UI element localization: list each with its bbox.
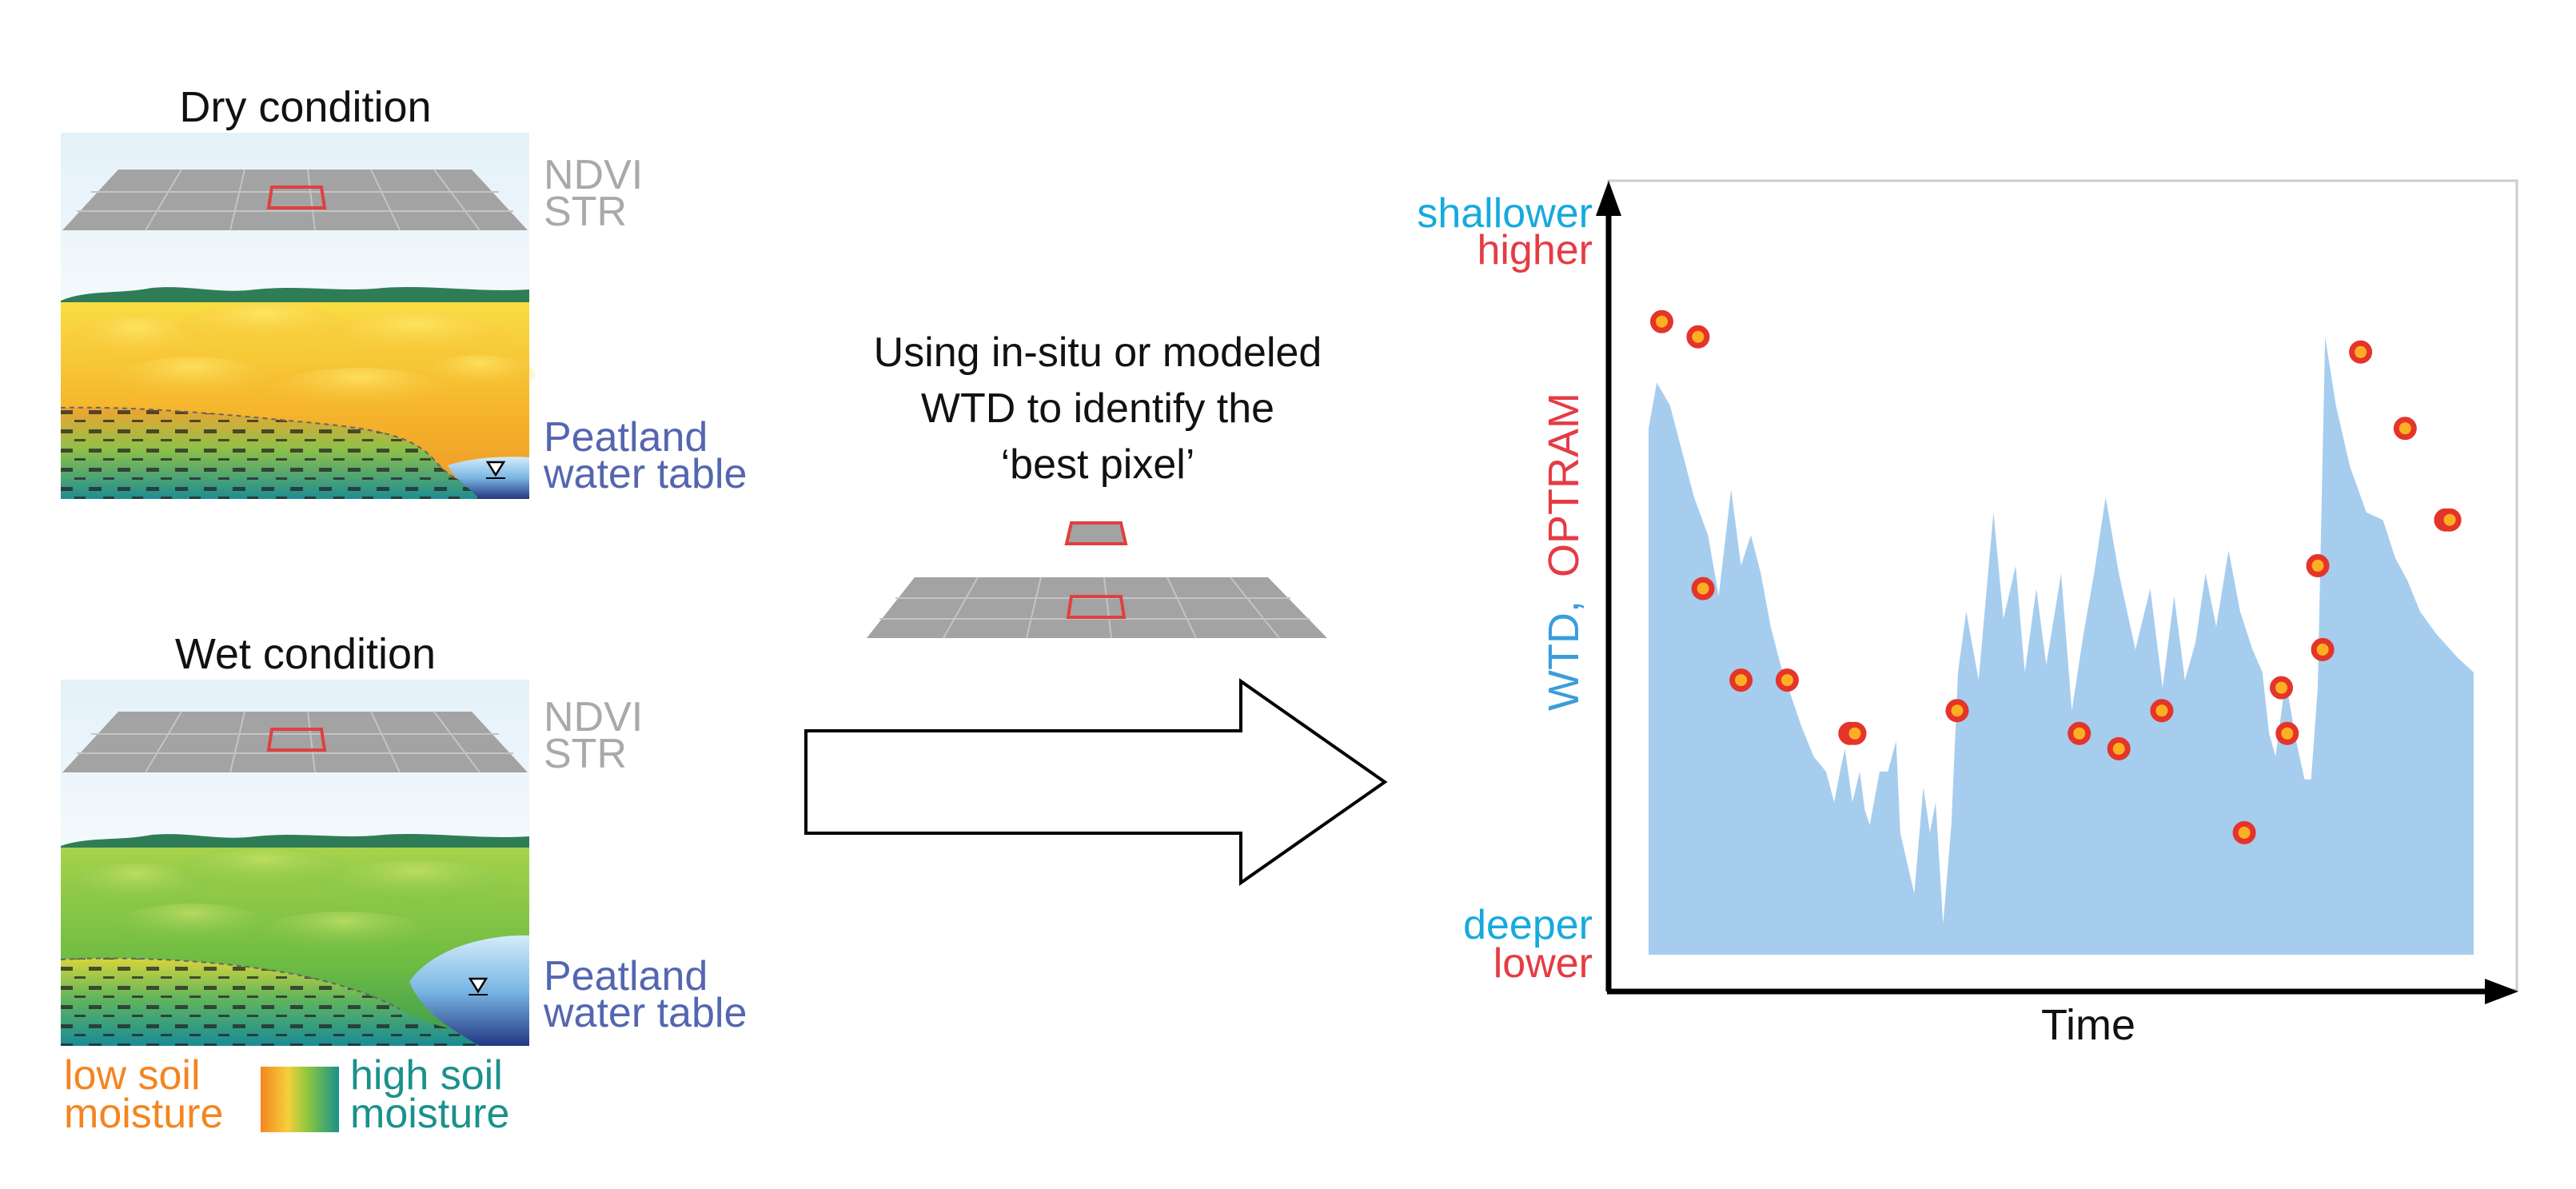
optram-point-17 <box>2393 417 2417 441</box>
y-bottom-label-lower: lower <box>1493 940 1593 987</box>
wet-pixel-highlight <box>266 728 327 752</box>
optram-point-19 <box>2438 508 2462 532</box>
caption-line-2: WTD to identify the <box>921 385 1274 432</box>
legend-low-label-line2: moisture <box>64 1091 223 1137</box>
wet-satellite-grid <box>62 711 528 773</box>
wtd-optram-chart: Time shallower higher deeper lower WTD, … <box>1417 179 2518 1049</box>
optram-point-11 <box>2232 820 2256 844</box>
right-arrow-icon <box>804 678 1388 886</box>
y-axis-label: WTD, OPTRAM <box>1540 393 1588 711</box>
optram-point-15 <box>2311 637 2335 661</box>
dry-condition-panel: Dry condition <box>60 83 747 499</box>
dry-condition-title: Dry condition <box>179 83 431 131</box>
legend-high-label-line1: high soil <box>350 1052 503 1099</box>
optram-point-13 <box>2275 721 2299 745</box>
x-axis-label: Time <box>2041 1001 2135 1049</box>
caption-line-1: Using in-situ or modeled <box>874 329 1322 376</box>
dry-landscape <box>60 287 536 499</box>
legend-low-label-line1: low soil <box>64 1052 201 1099</box>
wet-str-label: STR <box>544 731 627 777</box>
y-top-label-shallower: shallower <box>1417 190 1593 237</box>
legend-gradient-bar <box>261 1067 339 1132</box>
optram-point-6 <box>1843 721 1867 745</box>
dry-str-label: STR <box>544 189 627 235</box>
chart-points-layer <box>1650 309 2462 844</box>
wet-water-level-icon <box>468 977 488 994</box>
optram-point-3 <box>1729 668 1753 692</box>
wet-condition-panel: Wet condition <box>60 630 747 1046</box>
wet-condition-title: Wet condition <box>175 630 436 678</box>
x-axis-arrowhead-icon <box>2485 979 2518 1004</box>
dry-peatland-label: Peatland <box>544 414 708 461</box>
wet-ndvi-label: NDVI <box>544 694 643 740</box>
wet-water-body <box>409 935 529 1046</box>
optram-point-4 <box>1775 668 1799 692</box>
dry-pixel-highlight <box>266 186 327 209</box>
wtd-area-series <box>1649 337 2474 955</box>
wet-peatland-label: Peatland <box>544 953 708 999</box>
optram-point-8 <box>2068 721 2092 745</box>
wet-landscape <box>60 834 529 1046</box>
y-bottom-label-deeper: deeper <box>1463 902 1593 948</box>
y-axis-label-optram: OPTRAM <box>1540 393 1588 577</box>
optram-point-9 <box>2107 736 2131 760</box>
dry-satellite-grid <box>62 169 528 231</box>
optram-point-7 <box>1945 699 1969 723</box>
optram-point-0 <box>1650 309 1673 333</box>
dry-ndvi-label: NDVI <box>544 152 643 198</box>
y-axis-arrowhead-icon <box>1596 181 1621 216</box>
dry-water-table-label: water table <box>543 451 747 497</box>
dry-water-level-icon <box>485 461 506 477</box>
optram-point-1 <box>1686 325 1710 349</box>
best-pixel-icon <box>1064 521 1128 545</box>
y-axis-label-wtd: WTD, <box>1540 600 1588 711</box>
wet-water-table-label: water table <box>543 990 747 1036</box>
optram-point-14 <box>2306 554 2330 577</box>
optram-point-16 <box>2349 340 2373 364</box>
soil-moisture-legend: low soil moisture high soil moisture <box>64 1052 509 1137</box>
optram-point-2 <box>1691 577 1715 600</box>
caption-line-3: ‘best pixel’ <box>1001 441 1195 488</box>
optram-point-12 <box>2270 676 2293 700</box>
optram-point-10 <box>2150 699 2174 723</box>
legend-high-label-line2: moisture <box>350 1091 509 1137</box>
chart-plot-layer <box>1649 337 2474 955</box>
middle-pixel-highlight <box>1066 595 1127 619</box>
middle-satellite-grid <box>867 577 1327 639</box>
middle-section: Using in-situ or modeled WTD to identify… <box>804 329 1388 886</box>
y-top-label-higher: higher <box>1477 227 1593 273</box>
